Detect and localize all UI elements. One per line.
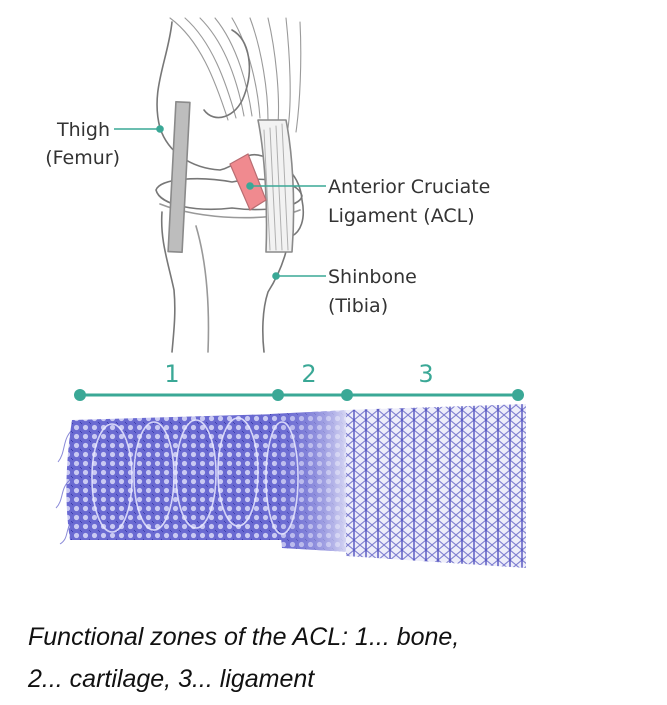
label-acl-line2: Ligament (ACL) bbox=[328, 205, 475, 227]
meniscus-outline bbox=[155, 177, 303, 211]
zone-marker-end bbox=[512, 389, 524, 401]
woven-scaffold bbox=[55, 404, 526, 568]
acl-pointer-dot bbox=[246, 182, 254, 190]
label-shinbone: Shinbone bbox=[328, 266, 417, 288]
scaffold-zone-3 bbox=[346, 404, 526, 568]
tibia-outline bbox=[160, 211, 176, 353]
label-acl-line1: Anterior Cruciate bbox=[328, 176, 490, 198]
zone-marker-2-3 bbox=[341, 389, 353, 401]
caption-line-2: 2... cartilage, 3... ligament bbox=[28, 665, 315, 693]
tibia-pointer-dot bbox=[272, 272, 280, 280]
tendon-fibres bbox=[169, 17, 302, 133]
pointer-lines bbox=[114, 125, 326, 280]
zone-number-3: 3 bbox=[418, 360, 433, 388]
fibula-bar bbox=[167, 100, 191, 254]
zone-marker-1-2 bbox=[272, 389, 284, 401]
zone-number-1: 1 bbox=[164, 360, 179, 388]
acl-ligament bbox=[229, 153, 267, 211]
label-tibia: (Tibia) bbox=[328, 295, 388, 317]
zone-marker-start bbox=[74, 389, 86, 401]
zone-number-2: 2 bbox=[301, 360, 316, 388]
label-femur: (Femur) bbox=[45, 147, 120, 169]
figure-caption: Functional zones of the ACL: 1... bone, … bbox=[28, 616, 628, 700]
thigh-pointer-dot bbox=[156, 125, 164, 133]
patella-outline bbox=[203, 29, 251, 119]
label-thigh: Thigh bbox=[56, 119, 110, 141]
zone-scale: 1 2 3 bbox=[74, 360, 524, 401]
caption-line-1: Functional zones of the ACL: 1... bone, bbox=[28, 623, 460, 651]
anatomy-labels: Thigh (Femur) Anterior Cruciate Ligament… bbox=[45, 119, 490, 317]
knee-illustration bbox=[155, 17, 305, 353]
